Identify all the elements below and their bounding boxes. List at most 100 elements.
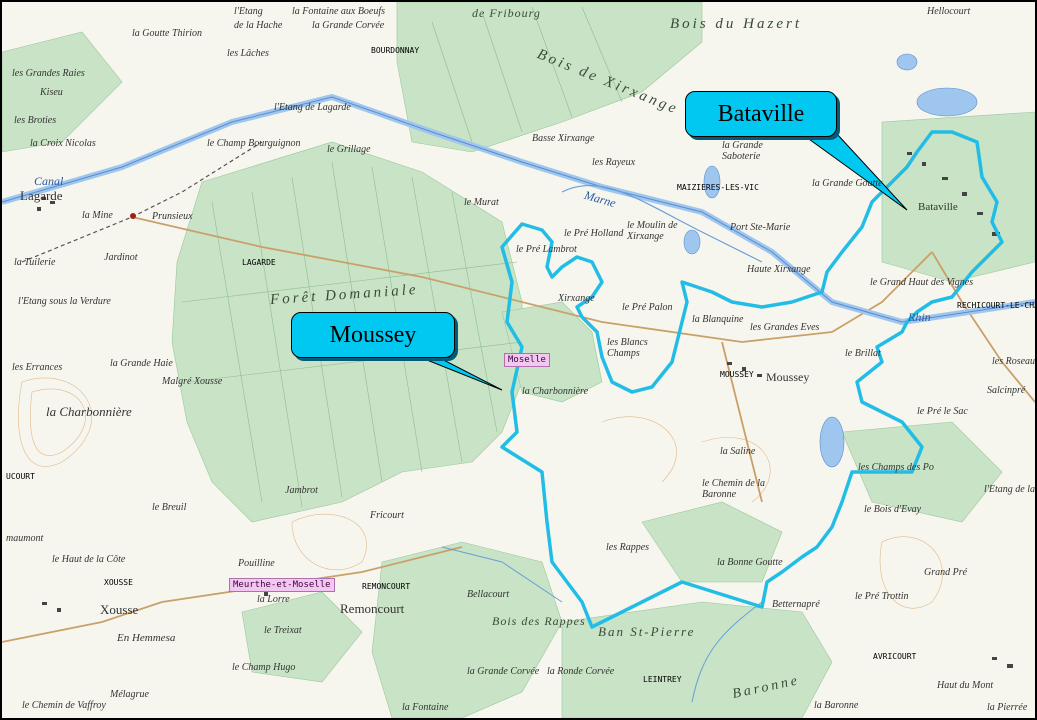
town-label-lagarde: Lagarde xyxy=(20,188,63,203)
place-label-bellacourt: Bellacourt xyxy=(467,589,510,600)
place-label-les-champs-des-po: les Champs des Po xyxy=(858,462,934,473)
commune-label-xousse: XOUSSE xyxy=(104,578,133,587)
waterways xyxy=(2,93,1035,703)
forest-top xyxy=(396,2,703,153)
place-label-le-grand-haut-des-vignes: le Grand Haut des Vignes xyxy=(870,277,974,288)
place-label-grand-pre: Grand Pré xyxy=(924,567,968,578)
place-label-la-mine: la Mine xyxy=(82,210,113,221)
place-label-le-breuil: le Breuil xyxy=(152,502,187,513)
place-label-le-champ-bourguignon: le Champ Bourguignon xyxy=(207,138,301,149)
place-label-en-hemmesa: En Hemmesa xyxy=(117,632,176,644)
place-label-les-blancs-champs: les Blancs Champs xyxy=(607,337,648,359)
place-label-jardinot: Jardinot xyxy=(104,252,138,263)
place-label-hellocourt: Hellocourt xyxy=(927,6,971,17)
department-tag-meurthe[interactable]: Meurthe-et-Moselle xyxy=(229,578,335,592)
place-label-charbonniere: la Charbonnière xyxy=(522,386,589,397)
place-label-charbonniere-left: la Charbonnière xyxy=(46,404,132,419)
commune-label-maizieres: MAIZIERES-LES-VIC xyxy=(677,183,759,192)
place-label-betternapre: Betternapré xyxy=(772,599,820,610)
place-label-l-etang-de-lagarde: l'Etang de Lagarde xyxy=(274,102,351,113)
place-label-les-rappes: les Rappes xyxy=(606,542,650,553)
place-label-jambrot: Jambrot xyxy=(285,485,318,496)
place-label-kiseu: Kiseu xyxy=(40,87,63,98)
place-label-bois-des-rappes: Bois des Rappes xyxy=(492,614,586,628)
water-label-canal: Canal xyxy=(34,174,64,188)
place-label-de-la-hache: de la Hache xyxy=(234,20,283,31)
place-label-les-laches: les Lâches xyxy=(227,48,269,59)
place-label-hautes-xirxange: Haute Xirxange xyxy=(747,264,811,275)
commune-label-bourdonnay: BOURDONNAY xyxy=(371,46,420,55)
bataville-callout[interactable]: Bataville xyxy=(685,91,837,137)
commune-label-lagarde: LAGARDE xyxy=(242,258,276,267)
forest-parcel-lines xyxy=(181,6,623,508)
place-label-la-bonne-goutte: la Bonne Goutte xyxy=(717,557,783,568)
place-label-le-treixat: le Treixat xyxy=(264,625,302,636)
commune-label-remoncourt: REMONCOURT xyxy=(362,582,411,591)
place-label-les-errances: les Errances xyxy=(12,362,63,373)
moussey-commune-boundary[interactable] xyxy=(500,130,1004,629)
place-label-moulin-de-xirxange: le Moulin de Xirxange xyxy=(627,220,678,242)
forest-champs-des-po xyxy=(841,421,1003,523)
town-label-xousse: Xousse xyxy=(100,602,139,617)
place-label-prunsieux: Prunsieux xyxy=(152,211,193,222)
forest-south-right xyxy=(641,501,783,583)
water-label-rhin: Rhin xyxy=(908,310,931,324)
forest-baronne xyxy=(561,601,833,718)
forest-left-strip xyxy=(2,31,123,153)
place-label-le-bois-devay: le Bois d'Evay xyxy=(864,504,922,515)
commune-label-leintrey: LEINTREY xyxy=(643,675,682,684)
place-label-maumont: maumont xyxy=(6,533,44,544)
place-label-la-grande-corvee: la Grande Corvée xyxy=(312,20,385,31)
crossroad-marker xyxy=(130,213,136,219)
railway xyxy=(21,141,263,263)
place-label-le-murat: le Murat xyxy=(464,197,499,208)
place-label-le-pre-lambrot: le Pré Lambrot xyxy=(516,244,577,255)
place-label-le-brillat: le Brillat xyxy=(845,348,881,359)
place-label-la-saline: la Saline xyxy=(720,446,756,457)
commune-label-avricourt: AVRICOURT xyxy=(873,652,917,661)
forest-left-small xyxy=(241,591,363,683)
place-label-la-fontaine: la Fontaine xyxy=(402,702,449,713)
place-label-le-chemin-de-la-baronne: le Chemin de la Baronne xyxy=(702,478,766,500)
place-label-la-tuilerie: la Tuilerie xyxy=(14,257,56,268)
roads xyxy=(2,216,1035,643)
commune-label-rechicourt: RECHICOURT-LE-CHATE xyxy=(957,301,1035,310)
place-label-le-pre-holland: le Pré Holland xyxy=(564,228,624,239)
place-label-malgre-xousse: Malgré Xousse xyxy=(162,376,223,387)
town-label-xirxange: Xirxange xyxy=(558,293,595,304)
department-tag-moselle[interactable]: Moselle xyxy=(504,353,550,367)
place-label-le-champ-hugo: le Champ Hugo xyxy=(232,662,296,673)
village-buildings xyxy=(37,152,1013,668)
place-label-la-grande-saboterie: la Grande Saboterie xyxy=(722,140,763,162)
place-label-haut-du-mont: Haut du Mont xyxy=(937,680,994,691)
place-label-le-pre-le-sac: le Pré le Sac xyxy=(917,406,968,417)
place-label-les-roseaux: les Roseaux xyxy=(992,356,1037,367)
place-label-l-etang-de-la: l'Etang de la xyxy=(984,484,1036,495)
place-label-les-grandes-raies: les Grandes Raies xyxy=(12,68,85,79)
place-label-la-goutte-thirion: la Goutte Thirion xyxy=(132,28,203,39)
place-label-les-grandes-eves: les Grandes Eves xyxy=(750,322,820,333)
place-label-l-etang-sous-la-verdure: l'Etang sous la Verdure xyxy=(18,296,111,307)
moussey-callout[interactable]: Moussey xyxy=(291,312,455,358)
place-label-le-pre-palon: le Pré Palon xyxy=(622,302,673,313)
place-label-le-grillage: le Grillage xyxy=(327,144,371,155)
place-label-bois-du-hazert: Bois du Hazert xyxy=(670,16,802,32)
place-label-le-haut-de-la-cote: le Haut de la Côte xyxy=(52,554,126,565)
place-label-la-lorre: la Lorre xyxy=(257,594,290,605)
place-label-la-grande-goutte: la Grande Goutte xyxy=(812,178,883,189)
place-label-la-ronde-corvee: la Ronde Corvée xyxy=(547,666,615,677)
place-label-de-fribourg: de Fribourg xyxy=(472,6,541,20)
place-label-melagrue: Mélagrue xyxy=(110,689,149,700)
place-label-l-etang: l'Etang xyxy=(234,6,263,17)
place-label-la-blanquine: la Blanquine xyxy=(692,314,744,325)
place-label-la-pierree: la Pierrée xyxy=(987,702,1028,713)
forest-bataville xyxy=(881,111,1035,283)
place-label-le-pre-trottin: le Pré Trottin xyxy=(855,591,909,602)
contour-lines xyxy=(18,377,943,609)
place-label-la-fontaine-aux-boeufs: la Fontaine aux Boeufs xyxy=(292,6,386,17)
place-label-port-ste-marie: Port Ste-Marie xyxy=(730,222,791,233)
place-label-les-broties: les Broties xyxy=(14,115,57,126)
place-label-basse-xirxange: Basse Xirxange xyxy=(532,133,595,144)
forest-bois-des-rappes xyxy=(371,541,563,718)
